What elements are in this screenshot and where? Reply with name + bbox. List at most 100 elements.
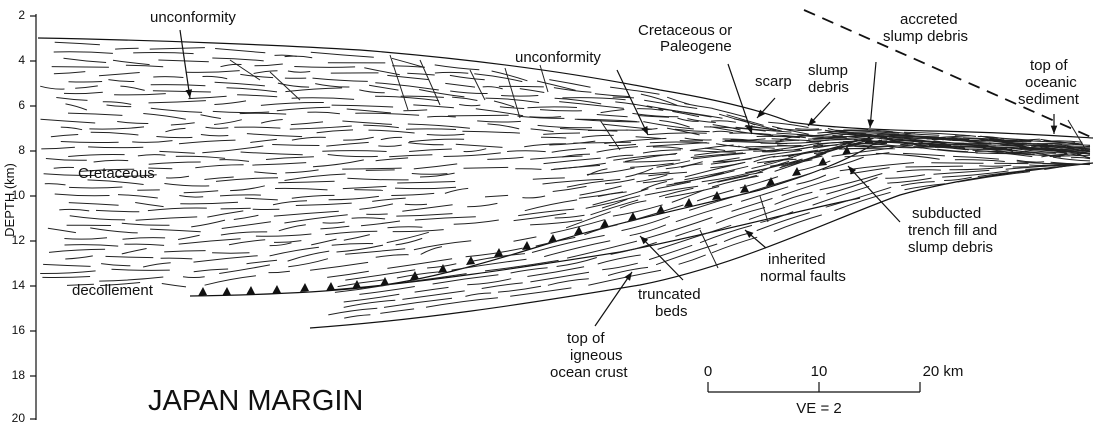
bed-line-158 [332,105,394,107]
bed-line-192 [307,112,340,114]
depth-axis-ticks [30,16,36,419]
bed-line-741 [426,298,498,308]
bed-line-121 [359,90,384,93]
label-unconformity-mid: unconformity [515,49,601,66]
scale-label-20km: 20 km [923,363,964,380]
bed-line-191 [240,113,287,114]
label-inherited-line2: normal faults [760,268,846,285]
bed-line-211 [291,122,323,125]
bed-line-78 [153,77,183,78]
bed-line-411 [397,182,455,184]
bed-line-341 [376,158,409,161]
label-top-oceanic-line3: sediment [1018,91,1080,108]
bed-line-491 [90,228,138,233]
bed-line-47 [554,88,592,93]
thrust-tooth-12 [522,241,531,250]
leader-arrowhead-10 [625,272,633,281]
bed-line-474 [234,215,259,219]
bed-line-497 [467,203,497,206]
bed-line-513 [396,214,452,217]
thrust-tooth-1 [222,287,231,296]
label-slump-debris-line1: slump [808,62,848,79]
bed-line-688 [906,166,963,167]
leader-arrowhead-6 [1051,126,1058,134]
bed-line-156 [214,101,246,105]
bed-line-460 [296,203,352,205]
bed-line-304 [322,151,386,152]
bed-line-324 [444,153,501,157]
bed-line-254 [541,137,566,138]
bed-line-428 [533,178,565,179]
bed-line-39 [158,60,208,62]
bed-line-77 [99,73,140,76]
thrust-tooth-4 [300,283,309,292]
bed-line-593 [112,269,170,270]
bed-line-477 [405,204,427,205]
bed-line-219 [713,131,733,132]
depth-tick-8: 8 [18,143,25,157]
bed-line-525 [256,234,312,236]
bed-line-705 [467,279,511,285]
bed-line-343 [530,156,582,159]
bed-line-285 [202,146,263,153]
bed-line-515 [643,179,673,183]
bed-line-438 [96,210,139,211]
bed-line-28 [595,94,630,97]
bed-line-560 [270,243,292,246]
leader-arrowhead-5 [867,119,874,128]
bed-line-25 [435,72,468,73]
bed-line-595 [247,260,278,264]
bed-line-143 [540,110,582,111]
bed-line-138 [237,95,277,97]
bed-line-598 [396,238,423,245]
leader-lines [180,30,1057,326]
label-cretaceous-paleogene-line1: Cretaceous or [638,22,732,39]
bed-line-27 [537,81,576,90]
bed-line-479 [522,196,545,198]
fault-line-1 [390,55,408,110]
bed-line-613 [345,249,405,255]
bed-line-232 [363,125,399,128]
bed-line-257 [685,138,712,140]
bed-line-307 [507,151,546,152]
bed-line-171 [66,104,87,110]
bed-line-234 [462,131,520,133]
bed-line-524 [179,239,241,244]
label-igneous-line1: top of [567,330,605,347]
vertical-exaggeration-note: VE = 2 [796,400,841,417]
bed-line-123 [452,97,477,100]
bed-line-444 [445,188,468,193]
bed-line-208 [171,123,195,125]
thrust-tooth-6 [352,280,361,289]
bed-line-189 [143,114,186,120]
bed-line-665 [876,153,940,159]
bed-line-340 [313,160,364,167]
bed-line-100 [315,84,349,87]
bed-line-116 [75,86,98,88]
bed-line-392 [230,186,265,191]
bed-line-317 [46,159,87,161]
thrust-tooth-20 [740,184,749,193]
bed-line-318 [94,160,129,162]
bed-line-472 [122,223,170,225]
bed-line-305 [409,149,452,152]
bed-line-594 [194,269,228,272]
bed-line-227 [89,127,144,129]
bed-line-522 [65,245,119,247]
bed-line-739 [344,315,370,318]
bed-line-135 [64,92,103,93]
bed-line-136 [114,94,166,95]
bed-line-530 [598,192,627,197]
bed-line-726 [328,308,377,315]
bed-line-630 [310,262,368,270]
label-accreted-line2: slump debris [883,28,968,45]
bed-line-509 [221,232,267,235]
bed-line-563 [393,230,444,232]
label-scarp: scarp [755,73,792,90]
bed-line-286 [272,145,319,146]
bed-line-79 [203,76,228,78]
bed-line-584 [645,186,698,195]
bed-line-742 [510,288,571,296]
bed-line-445 [543,179,604,184]
bed-line-715 [402,291,464,300]
